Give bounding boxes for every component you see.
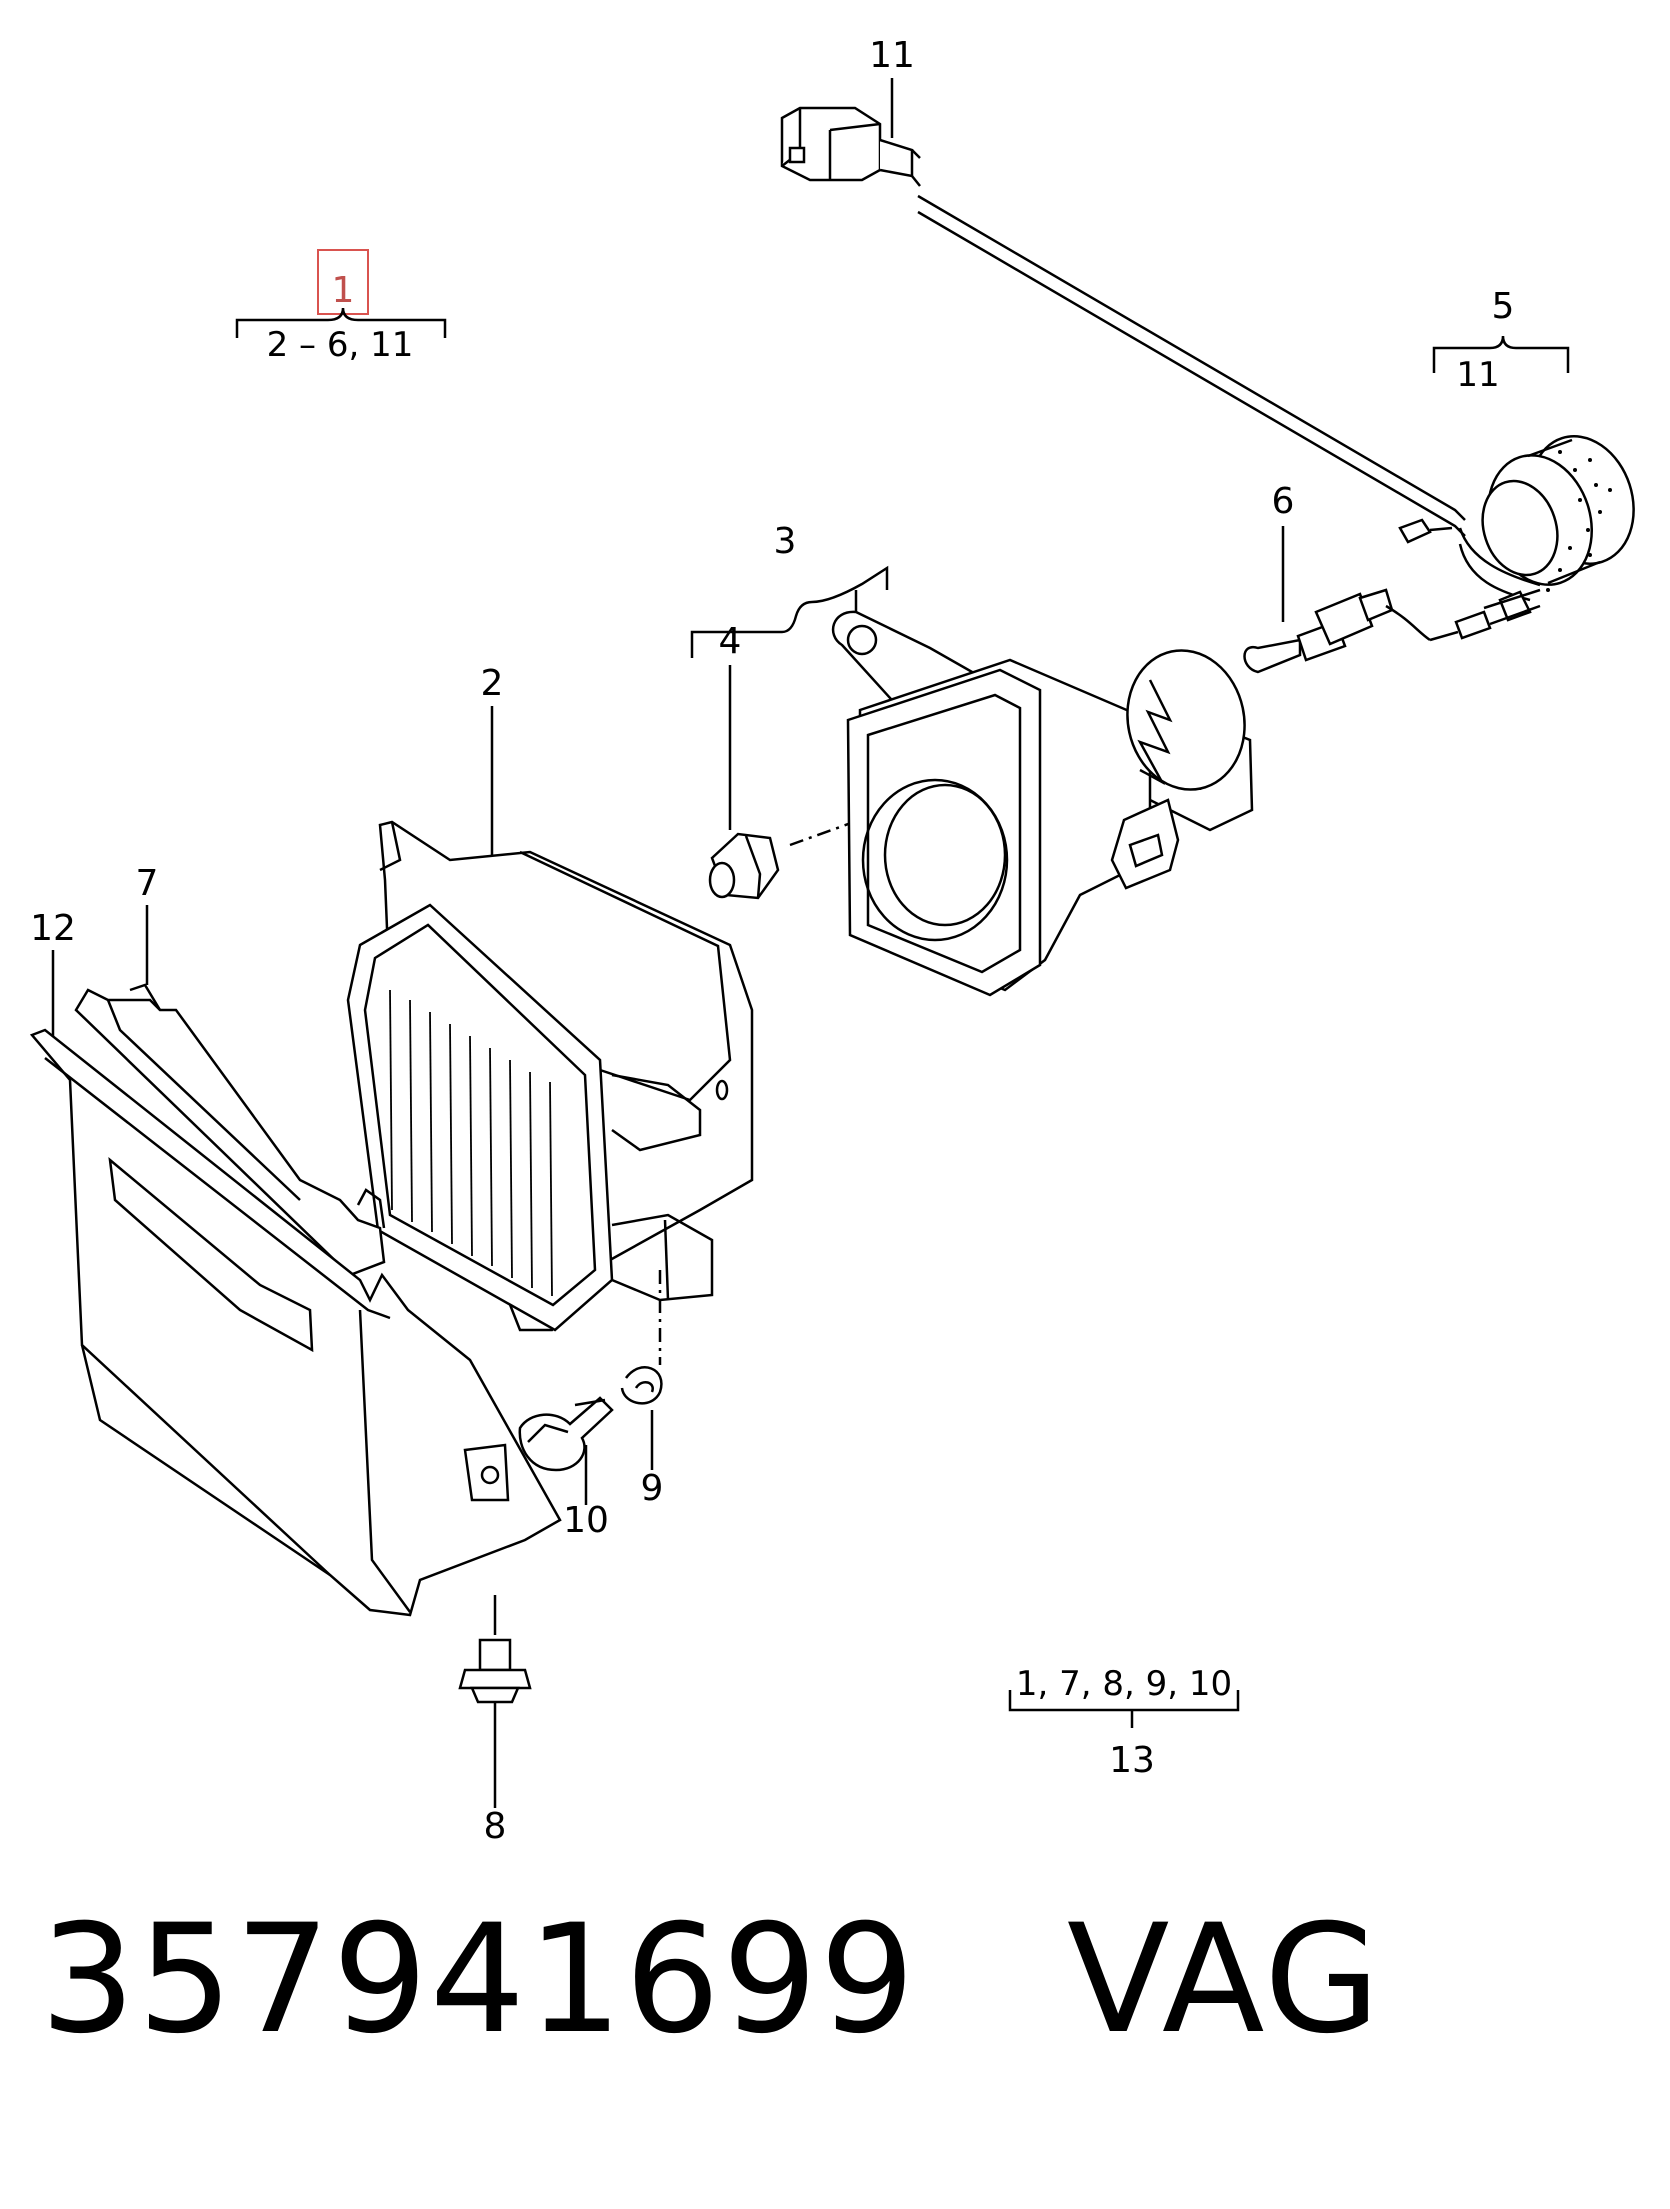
part-number: 357941699	[40, 1893, 917, 2067]
callout-1: 1	[332, 270, 355, 311]
group-1-contents: 2 – 6, 11	[267, 325, 414, 365]
callout-4: 4	[719, 621, 742, 662]
rubber-grommet	[1398, 435, 1635, 622]
callout-8: 8	[484, 1806, 507, 1847]
callout-10: 10	[563, 1500, 609, 1541]
headlight-housing	[346, 820, 754, 1332]
lens-ribs	[389, 989, 553, 1297]
group-brackets	[235, 307, 1570, 1728]
group-5-contents: 11	[1456, 355, 1499, 395]
trim-frame	[29, 1028, 562, 1617]
group-13-contents: 1, 7, 8, 9, 10	[1016, 1664, 1232, 1704]
callout-3: 3	[774, 521, 797, 562]
spring-clip	[708, 832, 780, 900]
leader-lines	[51, 78, 1285, 1808]
callout-12: 12	[30, 908, 76, 949]
footer: 357941699 VAG	[40, 1893, 1383, 2067]
callout-13: 13	[1109, 1740, 1155, 1781]
wiring-harness	[780, 106, 1541, 602]
callout-labels: 1 11 5 6 3 4 2 7 12 9 10 8 13	[30, 35, 1514, 1847]
callout-9: 9	[641, 1468, 664, 1509]
callout-11-top: 11	[869, 35, 915, 76]
washer-and-bolt	[518, 1366, 663, 1472]
brand-name: VAG	[1066, 1893, 1383, 2067]
callout-5: 5	[1492, 286, 1515, 327]
halogen-bulb	[1243, 588, 1541, 674]
fog-light-insert	[831, 610, 1254, 997]
group-texts: 2 – 6, 11 11 1, 7, 8, 9, 10	[267, 325, 1500, 1704]
callout-6: 6	[1272, 481, 1295, 522]
callout-7: 7	[136, 863, 159, 904]
grommet-texture	[1546, 450, 1612, 592]
rivet	[458, 1638, 532, 1704]
callout-2: 2	[481, 663, 504, 704]
